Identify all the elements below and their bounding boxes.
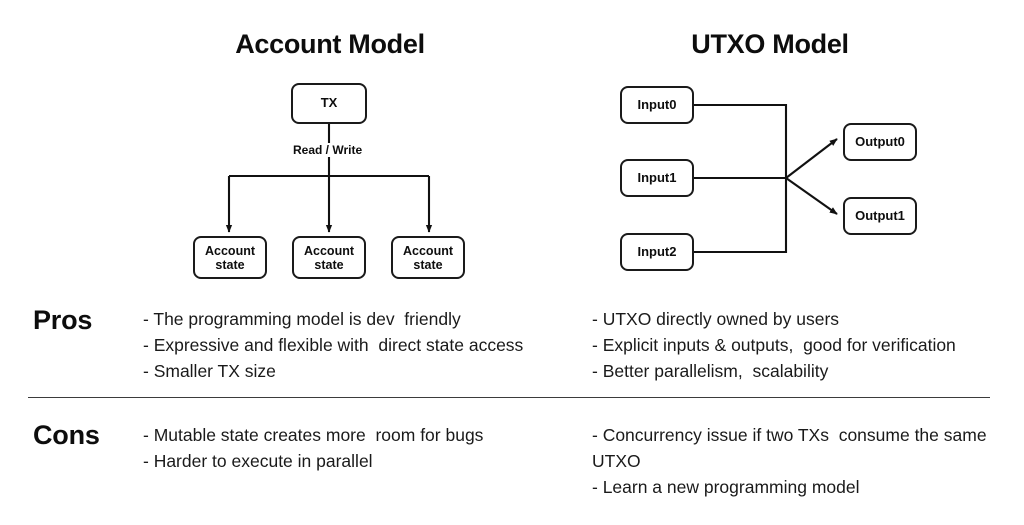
node-output-1: Output1 — [843, 197, 917, 235]
node-account-state-1: Account state — [292, 236, 366, 279]
node-input-1: Input1 — [620, 159, 694, 197]
account-model-edges — [225, 124, 433, 233]
list-item: - Expressive and flexible with direct st… — [143, 334, 524, 355]
node-input-2: Input2 — [620, 233, 694, 271]
pros-list-utxo: - UTXO directly owned by users - Explicit… — [592, 307, 1012, 385]
node-output-0: Output0 — [843, 123, 917, 161]
pros-list-account: - The programming model is dev friendly -… — [143, 307, 573, 385]
list-item: - Learn a new programming model — [592, 476, 860, 497]
edge-label-read-write: Read / Write — [289, 143, 367, 157]
node-account-state-2: Account state — [391, 236, 465, 279]
section-label-pros: Pros — [33, 305, 93, 335]
section-label-cons: Cons — [33, 420, 100, 450]
list-item: - Better parallelism, scalability — [592, 360, 829, 381]
list-item: - The programming model is dev friendly — [143, 309, 461, 329]
node-tx: TX — [291, 83, 367, 124]
list-item: - Concurrency issue if two TXs consume t… — [592, 425, 992, 471]
node-input-0: Input0 — [620, 86, 694, 124]
cons-list-utxo: - Concurrency issue if two TXs consume t… — [592, 423, 992, 501]
list-item: - Smaller TX size — [143, 360, 276, 381]
page-title-utxo-model: UTXO Model — [691, 29, 849, 59]
list-item: - Explicit inputs & outputs, good for ve… — [592, 334, 956, 355]
page-title-account-model: Account Model — [235, 29, 425, 59]
list-item: - UTXO directly owned by users — [592, 309, 840, 329]
utxo-model-edges — [694, 103, 838, 254]
section-divider — [28, 397, 990, 398]
list-item: - Mutable state creates more room for bu… — [143, 425, 484, 445]
cons-list-account: - Mutable state creates more room for bu… — [143, 423, 573, 475]
node-account-state-0: Account state — [193, 236, 267, 279]
list-item: - Harder to execute in parallel — [143, 450, 373, 471]
